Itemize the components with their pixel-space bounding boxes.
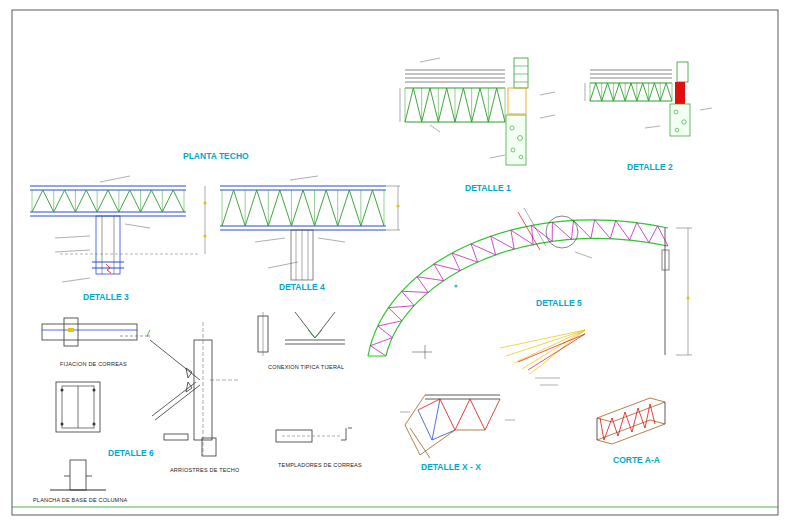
truss-vertical bbox=[32, 190, 33, 212]
truss-vertical bbox=[245, 190, 246, 226]
detail-1 bbox=[400, 58, 555, 165]
purlin-tensioner bbox=[276, 428, 352, 442]
detail-title: CORTE A-A bbox=[613, 456, 660, 465]
truss-vertical bbox=[438, 88, 439, 122]
sheet-frame bbox=[12, 10, 778, 515]
truss-vertical bbox=[337, 190, 338, 226]
arch-web bbox=[370, 220, 668, 356]
detail-4 bbox=[220, 176, 400, 280]
detail-title: DETALLE 3 bbox=[83, 293, 129, 302]
truss-web bbox=[590, 83, 672, 101]
detail-title: DETALLE 2 bbox=[627, 163, 673, 172]
truss-vertical bbox=[75, 190, 76, 212]
detail-title: DETALLE 1 bbox=[465, 184, 511, 193]
truss-diagonal bbox=[590, 83, 672, 101]
truss-vertical bbox=[222, 190, 223, 226]
truss-vertical bbox=[613, 83, 614, 101]
detail-caption: TEMPLADORES DE CORREAS bbox=[278, 462, 362, 468]
truss-vertical bbox=[471, 88, 472, 122]
truss-web bbox=[222, 190, 384, 226]
truss-vertical bbox=[268, 190, 269, 226]
detail-caption: FIJACION DE CORREAS bbox=[60, 361, 127, 367]
detail-title: DETALLE 4 bbox=[279, 283, 325, 292]
truss-vertical bbox=[505, 88, 506, 122]
truss-vertical bbox=[162, 190, 163, 212]
detail-2 bbox=[585, 62, 712, 136]
detail-caption: ARRIOSTRES DE TECHO bbox=[170, 467, 239, 473]
truss-web bbox=[32, 190, 184, 212]
purlin-fixing bbox=[42, 318, 150, 346]
truss-connection bbox=[258, 312, 345, 356]
truss-vertical bbox=[360, 190, 361, 226]
truss-vertical bbox=[648, 83, 649, 101]
detail-6 bbox=[50, 382, 106, 490]
detail-title: DETALLE X - X bbox=[421, 463, 481, 472]
truss-diagonal bbox=[405, 88, 505, 122]
truss-vertical bbox=[455, 88, 456, 122]
truss-vertical bbox=[184, 190, 185, 212]
detail-title: DETALLE 5 bbox=[536, 299, 582, 308]
truss-diagonal bbox=[222, 190, 384, 226]
truss-vertical bbox=[590, 83, 591, 101]
frame-line bbox=[12, 507, 778, 508]
detail-5 bbox=[368, 208, 692, 359]
truss-vertical bbox=[314, 190, 315, 226]
truss-vertical bbox=[118, 190, 119, 212]
truss-vertical bbox=[636, 83, 637, 101]
truss-vertical bbox=[421, 88, 422, 122]
truss-vertical bbox=[405, 88, 406, 122]
roof-bracing bbox=[150, 322, 240, 456]
detail-caption: PLANCHA DE BASE DE COLUMNA bbox=[33, 497, 127, 503]
truss-vertical bbox=[384, 190, 385, 226]
detail-title: PLANTA TECHO bbox=[183, 152, 249, 161]
detail-x-x bbox=[400, 395, 515, 458]
truss-vertical bbox=[291, 190, 292, 226]
truss-web bbox=[405, 88, 505, 122]
truss-vertical bbox=[601, 83, 602, 101]
truss-vertical bbox=[672, 83, 673, 101]
truss-diagonal bbox=[32, 190, 184, 212]
fan-detail bbox=[500, 330, 585, 385]
truss-vertical bbox=[660, 83, 661, 101]
truss-vertical bbox=[53, 190, 54, 212]
truss-vertical bbox=[625, 83, 626, 101]
truss-vertical bbox=[488, 88, 489, 122]
detail-3 bbox=[30, 176, 207, 282]
truss-vertical bbox=[97, 190, 98, 212]
section-a-a bbox=[597, 398, 665, 444]
detail-title: DETALLE 6 bbox=[108, 449, 154, 458]
detail-caption: CONEXION TIPICA TIJERAL bbox=[268, 364, 344, 370]
truss-vertical bbox=[140, 190, 141, 212]
